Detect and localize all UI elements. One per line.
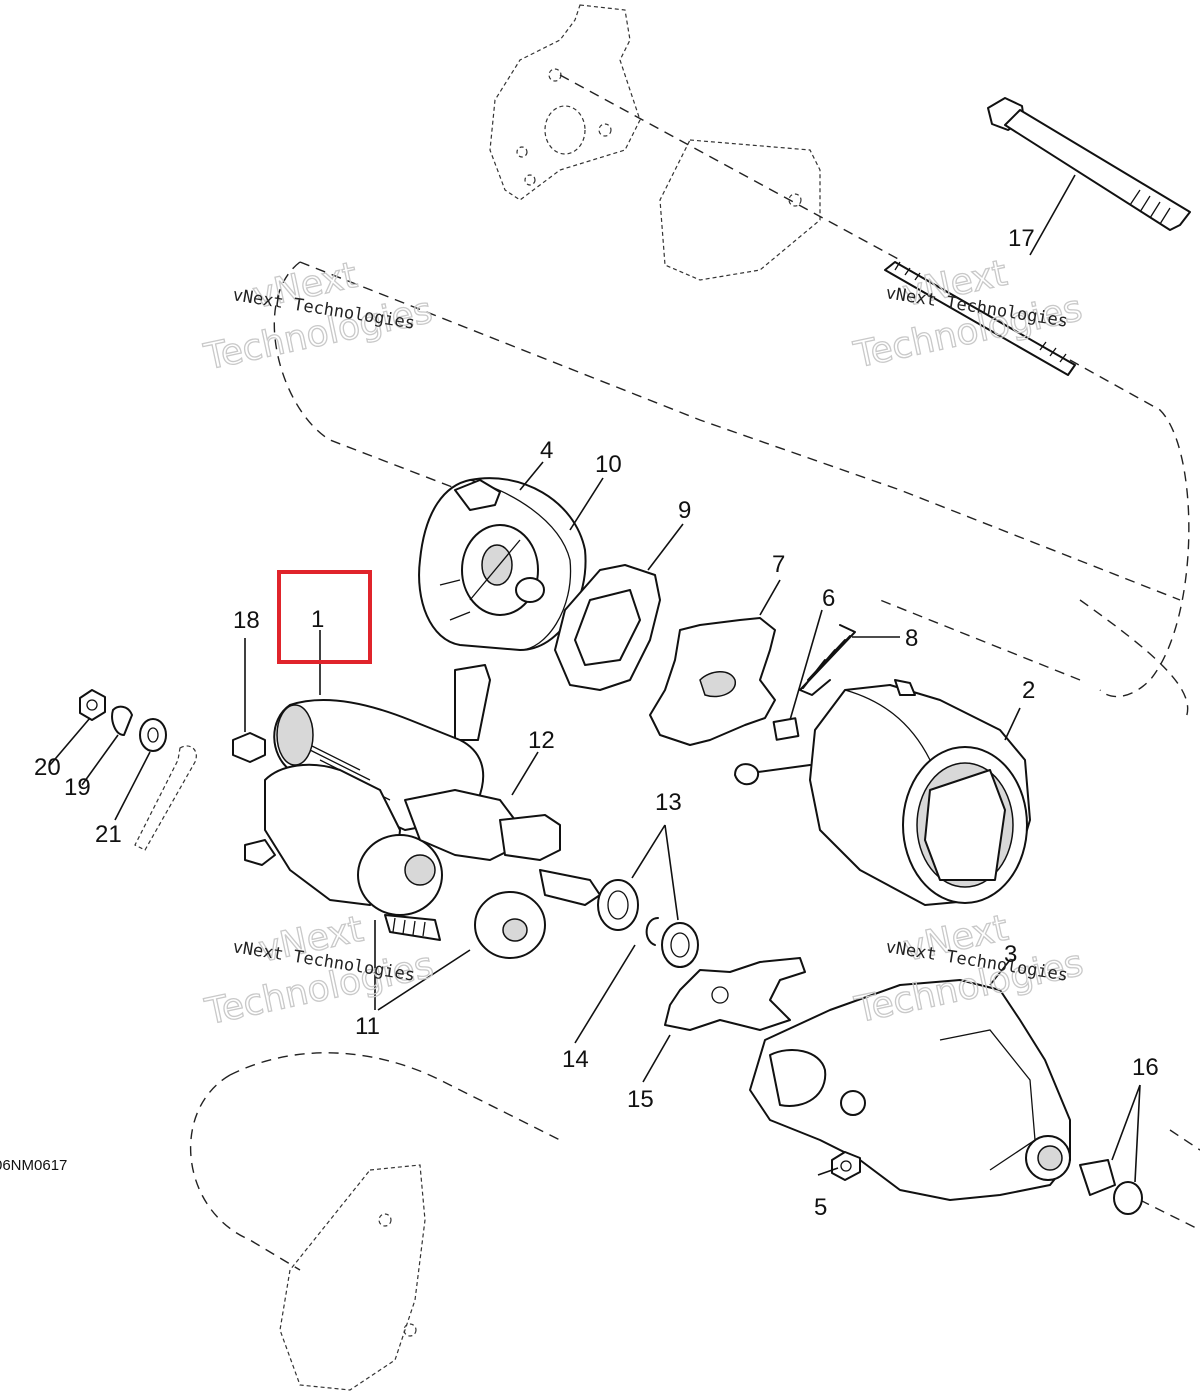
stud <box>884 261 1076 376</box>
callout-18[interactable]: 18 <box>233 607 260 634</box>
figure-code: 06NM0617 <box>0 1157 67 1174</box>
spacer-set <box>597 879 699 968</box>
terminal-hardware <box>79 689 266 851</box>
callout-5[interactable]: 5 <box>814 1194 827 1221</box>
callout-6[interactable]: 6 <box>822 585 835 612</box>
callout-15[interactable]: 15 <box>627 1086 654 1113</box>
end-cap <box>474 891 546 959</box>
callout-4[interactable]: 4 <box>540 437 553 464</box>
highlight-box <box>277 570 372 664</box>
shift-lever <box>664 957 806 1031</box>
callout-3[interactable]: 3 <box>1004 941 1017 968</box>
small-bolt <box>454 664 491 741</box>
callout-11[interactable]: 11 <box>355 1013 380 1040</box>
end-cover <box>418 477 587 651</box>
leader-lines <box>49 174 1141 1183</box>
nut <box>831 1151 861 1181</box>
brush-holder <box>649 617 776 746</box>
callout-2[interactable]: 2 <box>1022 677 1035 704</box>
gasket <box>554 564 661 691</box>
callout-7[interactable]: 7 <box>772 551 785 578</box>
brush-spring <box>799 624 856 696</box>
stator-housing <box>809 679 1031 906</box>
starter-motor-assembly <box>244 699 601 941</box>
callout-20[interactable]: 20 <box>34 754 61 781</box>
callout-12[interactable]: 12 <box>528 727 555 754</box>
callout-10[interactable]: 10 <box>595 451 622 478</box>
brush <box>734 717 811 786</box>
callout-17[interactable]: 17 <box>1008 225 1035 252</box>
callout-1[interactable]: 1 <box>311 606 324 633</box>
dashed-housing-outline <box>189 261 1200 1271</box>
mounting-bracket-bottom <box>279 1164 426 1391</box>
bushing-set <box>1079 1159 1143 1215</box>
callout-8[interactable]: 8 <box>905 625 918 652</box>
drive-housing <box>749 979 1071 1201</box>
callout-19[interactable]: 19 <box>64 774 91 801</box>
callout-9[interactable]: 9 <box>678 497 691 524</box>
callout-21[interactable]: 21 <box>95 821 122 848</box>
callout-14[interactable]: 14 <box>562 1046 589 1073</box>
long-bolt <box>987 97 1191 231</box>
mounting-bracket-top <box>489 4 901 281</box>
callout-13[interactable]: 13 <box>655 789 682 816</box>
callout-labels: 1 2 3 4 5 6 7 8 9 10 11 12 13 14 15 16 1… <box>34 225 1159 1221</box>
callout-16[interactable]: 16 <box>1132 1054 1159 1081</box>
